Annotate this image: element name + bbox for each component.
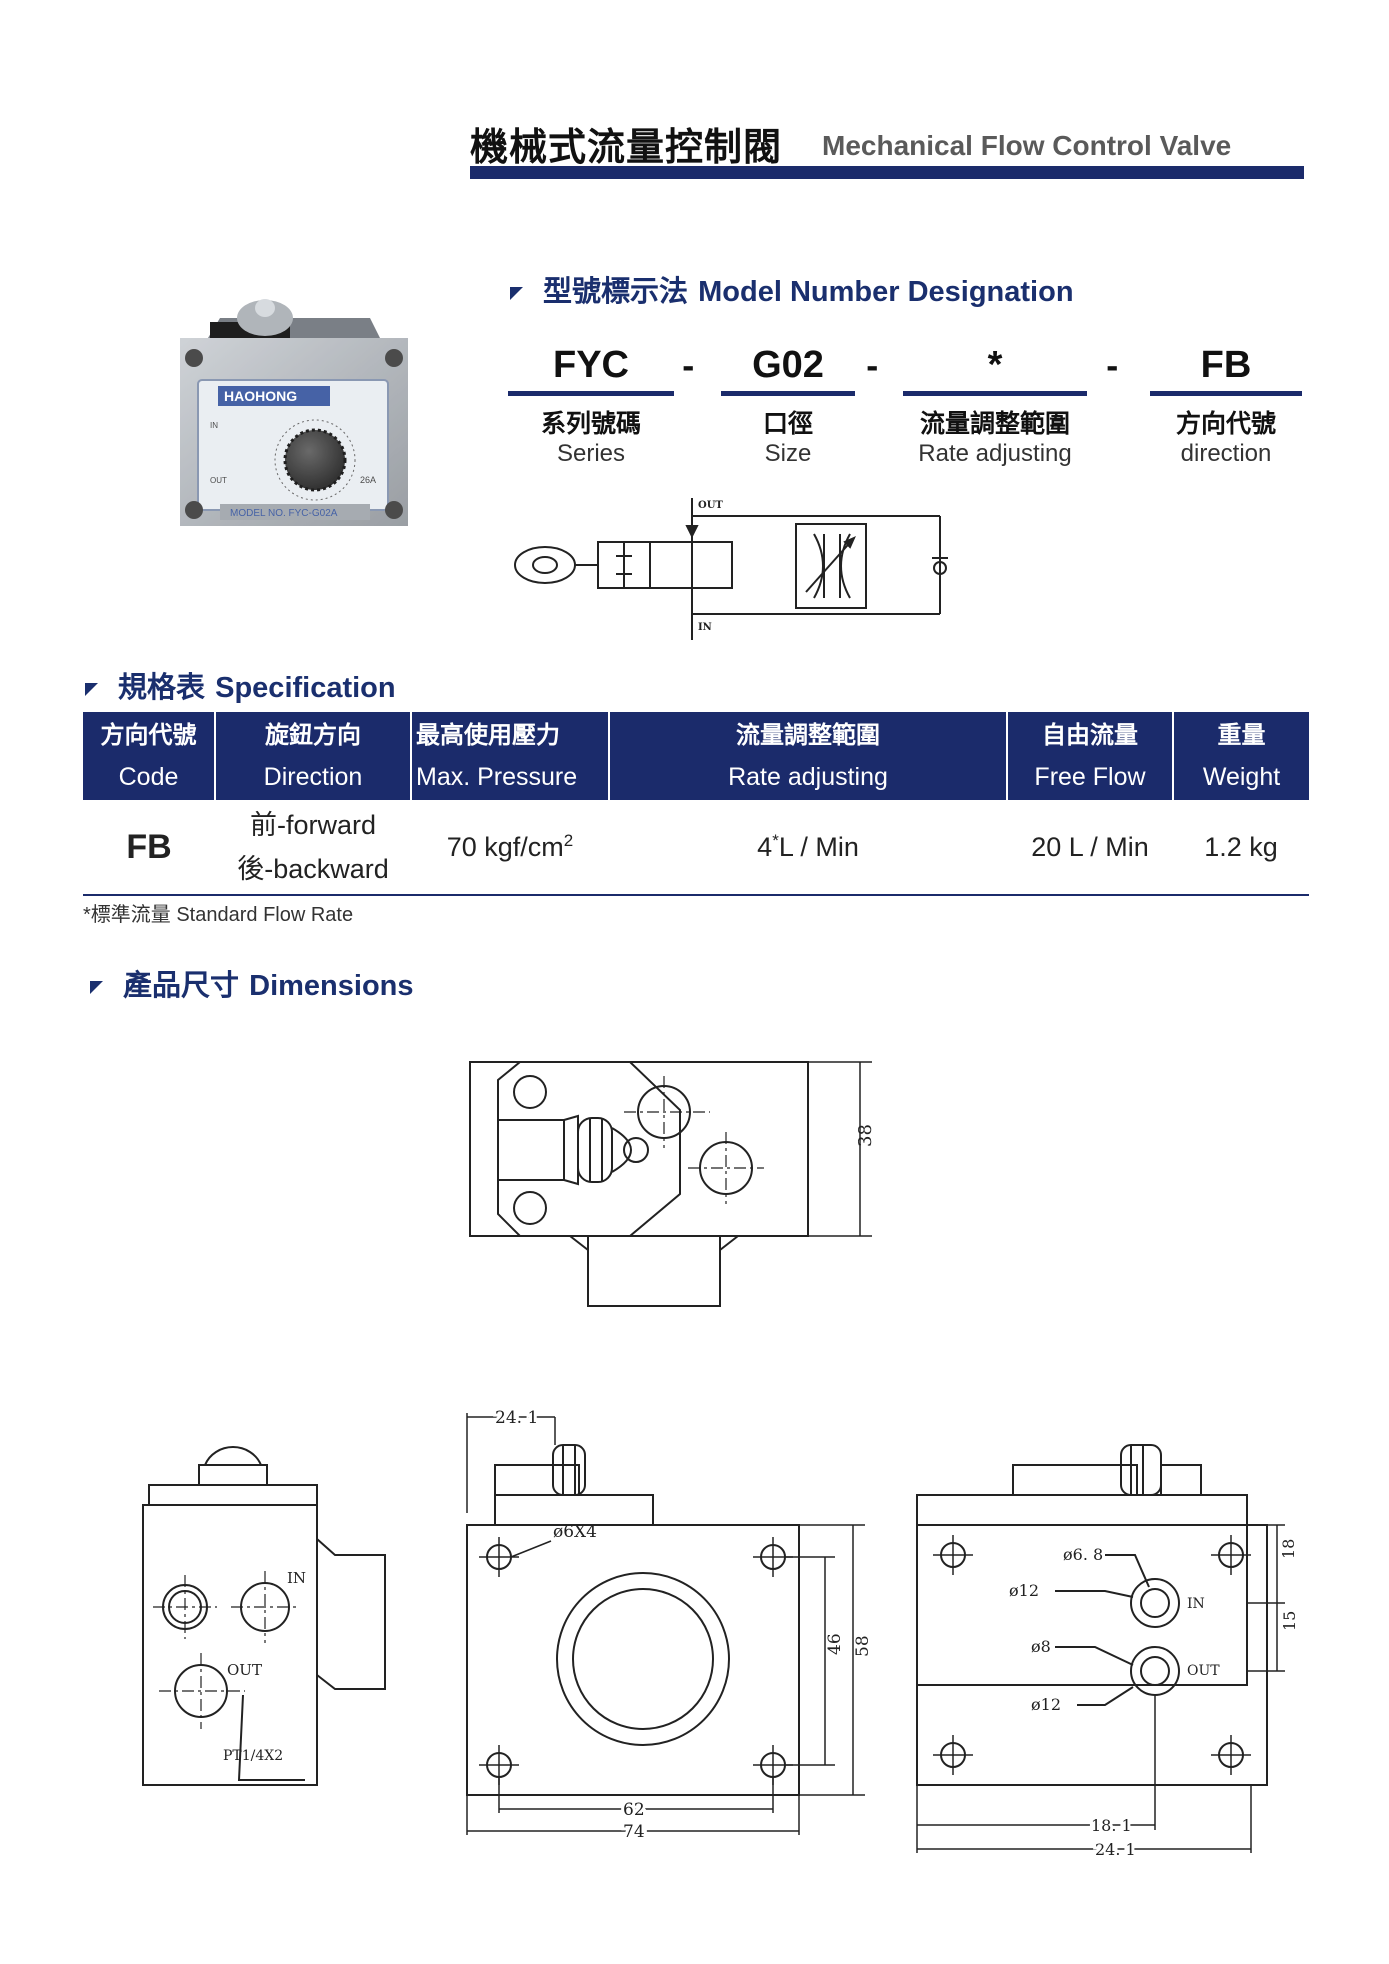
symbol-in-label: IN <box>698 622 712 633</box>
model-designation-heading: 型號標示法 Model Number Designation <box>510 268 1074 310</box>
rear-dim-v18: 18 <box>1279 1539 1298 1559</box>
dimensions-title-zh: 產品尺寸 <box>123 968 240 1002</box>
code-rate: * <box>987 344 1003 386</box>
separator-1: - <box>682 350 695 385</box>
model-designation-title-zh: 型號標示法 <box>543 274 689 308</box>
photo-model-plate: MODEL NO. FYC-G02A <box>230 508 338 519</box>
dim-outer-height: 58 <box>853 1635 873 1657</box>
rear-dim-d12-bottom: ø12 <box>1031 1695 1061 1714</box>
hydraulic-symbol: OUT IN <box>514 498 948 640</box>
label-direction-zh: 方向代號 <box>1175 409 1276 438</box>
page-title-en: Mechanical Flow Control Valve <box>822 130 1232 161</box>
direction-forward: 前-forward <box>249 810 377 840</box>
dim-inner-height: 46 <box>825 1633 845 1655</box>
label-rate-zh: 流量調整範圍 <box>919 409 1070 438</box>
section-marker-icon <box>90 980 103 994</box>
direction-backward: 後-backward <box>237 854 389 884</box>
dim-outer-width: 74 <box>623 1822 645 1842</box>
front-view-drawing: 24. 1 ø6X4 46 58 62 74 <box>466 1405 873 1845</box>
code-underline-rate <box>903 391 1087 396</box>
top-view-drawing: 38 <box>469 1061 876 1307</box>
dim-top-height: 38 <box>855 1124 876 1147</box>
photo-port-in: IN <box>210 421 218 430</box>
specification-heading: 規格表 Specification <box>85 664 396 706</box>
rear-dim-v15: 15 <box>1280 1611 1299 1631</box>
rear-dim-d12-top: ø12 <box>1009 1581 1039 1600</box>
separator-3: - <box>1106 350 1119 385</box>
symbol-out-label: OUT <box>698 500 723 511</box>
code-direction: FB <box>1200 344 1252 386</box>
code-underline-series <box>508 391 674 396</box>
section-marker-icon <box>510 286 523 300</box>
footnote: *標準流量 Standard Flow Rate <box>83 904 354 926</box>
table-row: FB 前-forward 後-backward 70 kgf/cm2 4*L /… <box>83 800 1309 896</box>
rear-out-label: OUT <box>1187 1663 1220 1679</box>
dim-front-offset: 24. 1 <box>495 1408 538 1428</box>
label-direction-en: direction <box>1180 440 1272 467</box>
label-rate-en: Rate adjusting <box>918 440 1072 467</box>
cell-weight: 1.2 kg <box>1173 800 1309 896</box>
dim-inner-width: 62 <box>623 1800 645 1820</box>
side-in-label: IN <box>287 1569 306 1587</box>
title-underline-bar <box>470 166 1304 179</box>
section-marker-icon <box>85 682 98 696</box>
dim-holes: ø6X4 <box>553 1522 597 1542</box>
product-photo: HAOHONG IN OUT 26A MODEL NO. FYC-G02A <box>180 299 408 526</box>
model-designation-title-en: Model Number Designation <box>698 276 1074 308</box>
photo-mark: 26A <box>360 475 376 485</box>
code-underline-direction <box>1150 391 1302 396</box>
dimensions-title-en: Dimensions <box>249 970 414 1002</box>
page-title-zh: 機械式流量控制閥 <box>470 125 783 169</box>
label-series-zh: 系列號碼 <box>540 409 641 438</box>
label-size-zh: 口徑 <box>762 409 813 438</box>
photo-brand: HAOHONG <box>224 388 297 404</box>
dimensions-heading: 產品尺寸 Dimensions <box>90 962 414 1004</box>
rear-dim-h241: 24. 1 <box>1095 1840 1136 1855</box>
side-view-drawing: IN OUT PT1/4X2 <box>142 1446 386 1786</box>
cell-code: FB <box>83 800 215 896</box>
code-underline-size <box>721 391 855 396</box>
code-size: G02 <box>752 344 824 386</box>
cell-rate: 4*L / Min <box>609 800 1007 896</box>
cell-direction: 前-forward 後-backward <box>215 800 411 896</box>
photo-port-out: OUT <box>210 476 227 485</box>
side-thread-label: PT1/4X2 <box>223 1748 283 1764</box>
rear-dim-d68: ø6. 8 <box>1063 1545 1103 1564</box>
label-size-en: Size <box>764 440 812 467</box>
code-series: FYC <box>553 344 629 386</box>
specification-title-en: Specification <box>215 672 396 704</box>
cell-free-flow: 20 L / Min <box>1007 800 1173 896</box>
rear-in-label: IN <box>1187 1596 1205 1612</box>
label-series-en: Series <box>556 440 626 467</box>
separator-2: - <box>866 350 879 385</box>
side-out-label: OUT <box>227 1661 262 1679</box>
rear-dim-d8: ø8 <box>1031 1637 1051 1656</box>
specification-title-zh: 規格表 <box>118 670 206 704</box>
rear-view-drawing: ø6. 8 ø12 ø8 ø12 IN OUT 18 15 18. 1 24. … <box>916 1444 1299 1855</box>
cell-pressure: 70 kgf/cm2 <box>411 800 609 896</box>
rear-dim-h181: 18. 1 <box>1091 1816 1132 1835</box>
